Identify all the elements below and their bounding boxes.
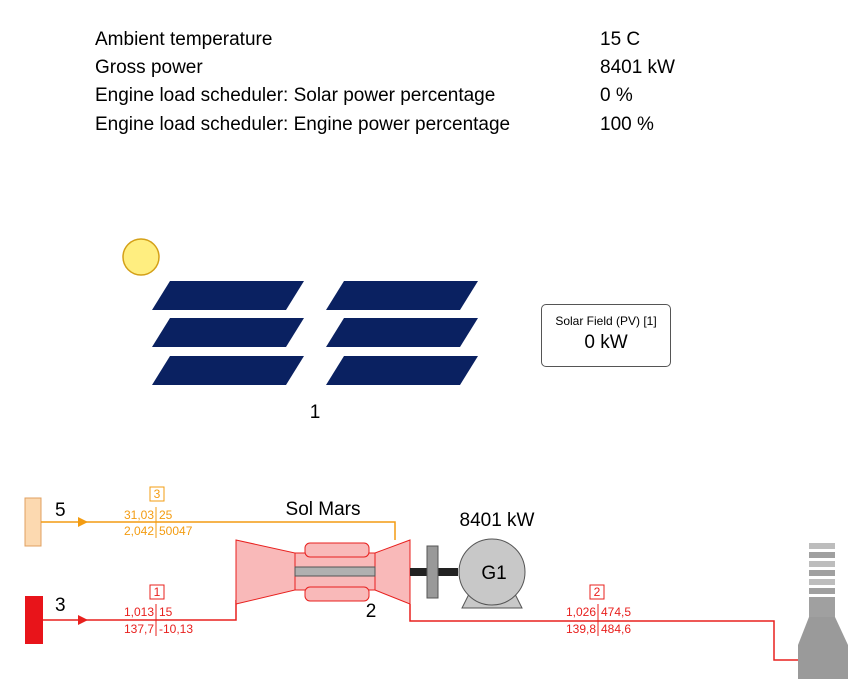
stream-5-line[interactable] (41, 521, 396, 540)
stack-stripe (809, 552, 835, 558)
summary-value-gross-power: 8401 kW (600, 57, 675, 78)
exhaust-stack[interactable] (798, 543, 848, 679)
stream-5-number: 5 (55, 500, 66, 521)
solar-panel (326, 281, 478, 310)
stack-stripe (809, 579, 835, 585)
generator-icon (458, 538, 526, 606)
summary-label-ambient: Ambient temperature (95, 29, 273, 50)
stream-3-tag: 1 (154, 585, 161, 599)
turbine-id-label: 2 (366, 601, 377, 622)
stream-3-mass-flow: 137,7 (124, 622, 154, 636)
stack-base (798, 617, 848, 679)
stream-3-line[interactable] (43, 600, 237, 621)
stream-5-pressure: 31,03 (124, 508, 154, 522)
solar-panel (326, 318, 478, 347)
stream-3-temperature: 15 (159, 605, 173, 619)
summary-value-solar-pct: 0 % (600, 85, 633, 106)
solar-field-power: 0 kW (584, 332, 628, 353)
combustor-top (304, 542, 370, 558)
coupling-flange (426, 545, 439, 599)
summary-label-gross-power: Gross power (95, 57, 203, 78)
solar-field-title: Solar Field (PV) [1] (555, 314, 657, 328)
stream-2-energy: 484,6 (601, 622, 631, 636)
stream-5-energy: 50047 (159, 524, 193, 538)
summary-label-engine-pct: Engine load scheduler: Engine power perc… (95, 114, 511, 135)
summary-value-ambient: 15 C (600, 29, 641, 50)
stream-5-temperature: 25 (159, 508, 173, 522)
solar-panel (326, 356, 478, 385)
stack-stripe (809, 570, 835, 576)
stream-3-number: 3 (55, 595, 66, 616)
stream-2-tag-box (589, 584, 605, 600)
generator[interactable] (458, 538, 526, 609)
generator-name: G1 (481, 563, 506, 584)
stream-3-energy: -10,13 (159, 622, 193, 636)
solar-field-id-label: 1 (310, 402, 321, 423)
combustor-bottom (304, 586, 370, 602)
stack-stripe (809, 561, 835, 567)
air-source[interactable] (25, 596, 43, 644)
solar-panel-array[interactable] (152, 281, 478, 385)
solar-panel (152, 356, 304, 385)
stream-5-mass-flow: 2,042 (124, 524, 154, 538)
stream-3-pressure: 1,013 (124, 605, 154, 619)
summary-label-solar-pct: Engine load scheduler: Solar power perce… (95, 85, 496, 106)
summary-value-engine-pct: 100 % (600, 114, 654, 135)
stream-2-mass-flow: 139,8 (566, 622, 596, 636)
sun-icon (122, 238, 160, 276)
stack-body (809, 597, 835, 617)
turbine-expander (374, 539, 411, 605)
stream-5-tag-box (149, 486, 165, 502)
stack-stripe (809, 588, 835, 594)
turbine-name: Sol Mars (286, 499, 361, 520)
solar-panel (152, 318, 304, 347)
stack-stripe (809, 543, 835, 549)
generator-power: 8401 kW (460, 510, 535, 531)
stream-5-tag: 3 (154, 487, 161, 501)
stream-3-tag-box (149, 584, 165, 600)
stream-2-temperature: 474,5 (601, 605, 631, 619)
stream-2-tag: 2 (594, 585, 601, 599)
compressor (235, 539, 296, 605)
solar-panel (152, 281, 304, 310)
solar-field-info-box[interactable]: Solar Field (PV) [1] 0 kW (541, 304, 671, 367)
turbine-shaft (294, 566, 376, 577)
stream-3-arrow-icon (78, 615, 88, 625)
stream-2-line[interactable] (409, 604, 800, 661)
stream-5-arrow-icon (78, 517, 88, 527)
gas-turbine[interactable] (235, 539, 411, 605)
fuel-source[interactable] (24, 497, 42, 547)
stream-2-pressure: 1,026 (566, 605, 596, 619)
